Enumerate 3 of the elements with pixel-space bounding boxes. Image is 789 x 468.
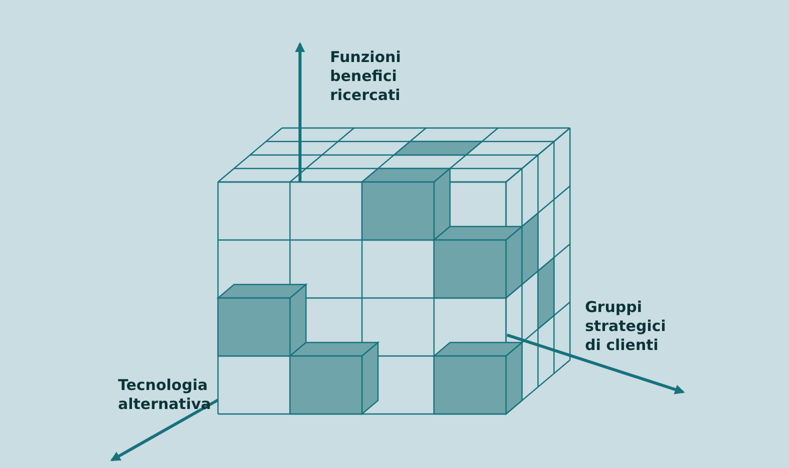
axis-label: Gruppi strategici di clienti (585, 298, 667, 355)
axis-label: Tecnologia alternativa (118, 376, 212, 414)
axis-label: Funzioni benefici ricercati (330, 48, 402, 105)
